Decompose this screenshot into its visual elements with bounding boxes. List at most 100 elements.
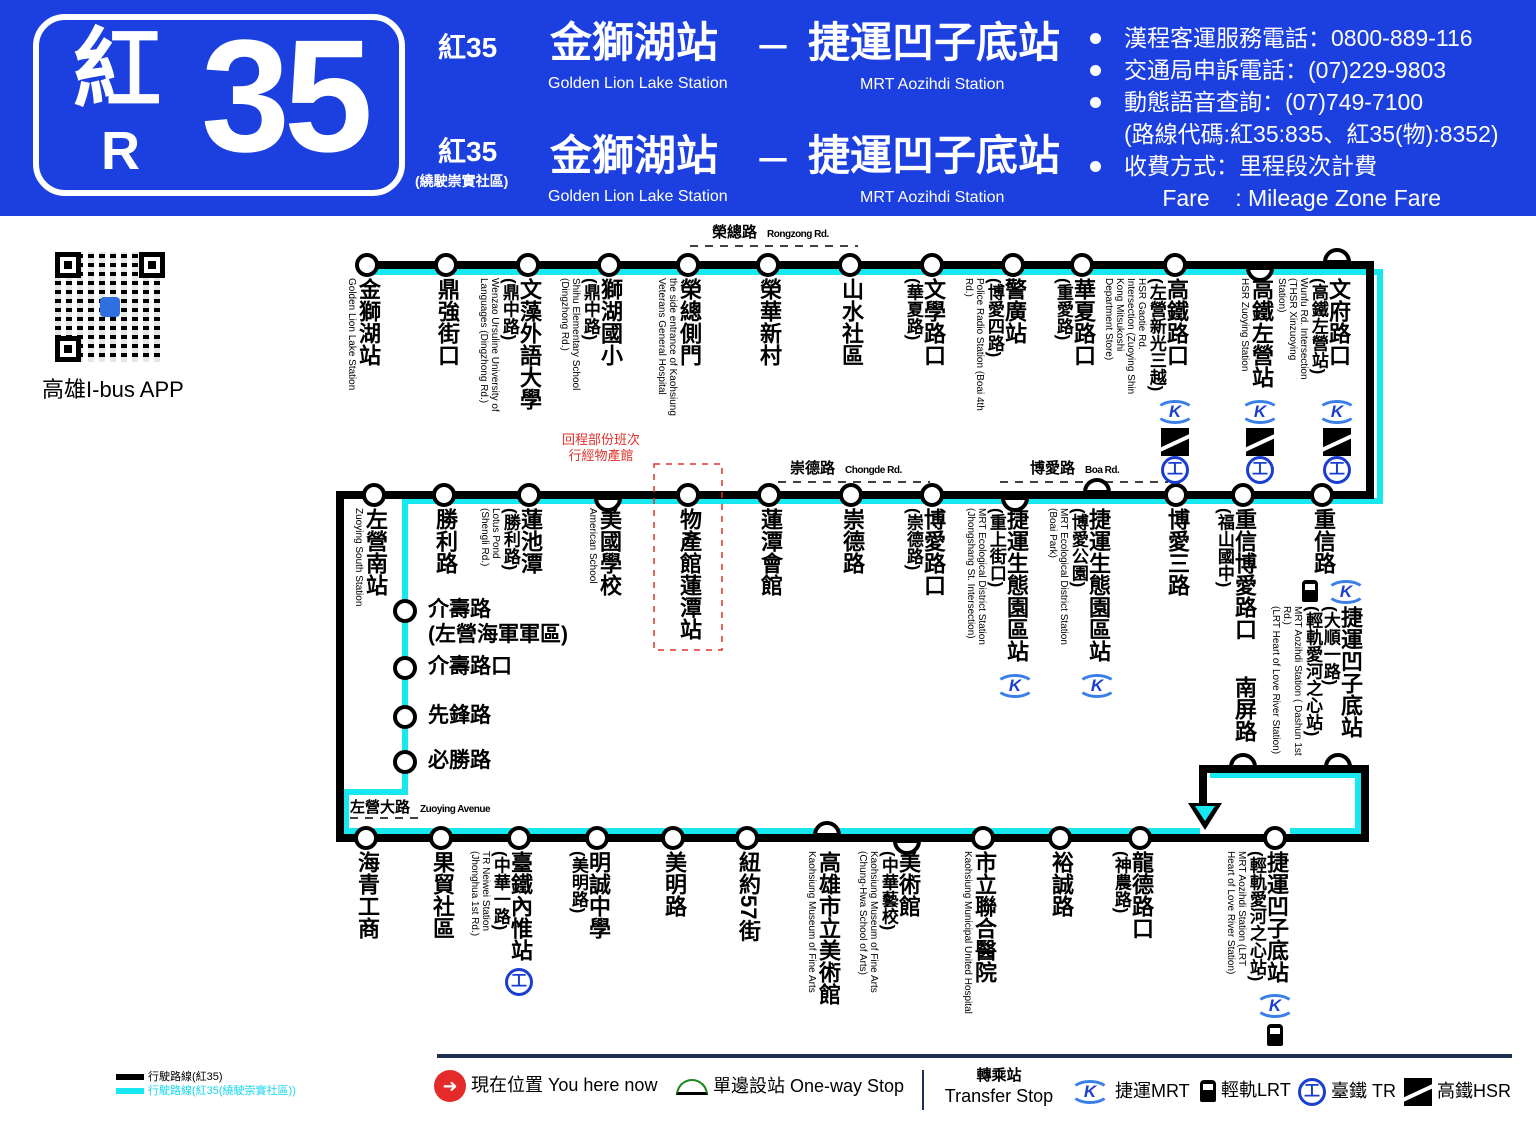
stop-label[interactable]: 美明路 bbox=[662, 851, 687, 1031]
stop-marker[interactable] bbox=[507, 826, 531, 850]
stop-label[interactable]: 海青工商 bbox=[355, 851, 380, 1031]
stop-label[interactable]: 必勝路 bbox=[428, 748, 491, 773]
stop-marker[interactable] bbox=[920, 253, 944, 277]
stop-marker[interactable] bbox=[516, 253, 540, 277]
stop-label[interactable]: 榮華新村 bbox=[757, 278, 782, 428]
one-way-stop-marker[interactable] bbox=[1000, 496, 1030, 512]
info-line: (路線代碼:紅35:835、紅35(物):8352) bbox=[1090, 118, 1499, 150]
stop-marker[interactable] bbox=[597, 253, 621, 277]
stop-label[interactable]: 捷運生態園區站(重上街口)MRT Ecological District Sta… bbox=[965, 508, 1029, 668]
one-way-stop-marker[interactable] bbox=[1082, 478, 1112, 494]
stop-marker[interactable] bbox=[971, 826, 995, 850]
one-way-stop-marker[interactable] bbox=[1323, 753, 1353, 769]
stop-marker[interactable] bbox=[517, 483, 541, 507]
stop-marker[interactable] bbox=[1263, 826, 1287, 850]
stop-label[interactable]: 崇德路 bbox=[840, 508, 865, 658]
stop-marker[interactable] bbox=[1164, 483, 1188, 507]
stop-marker[interactable] bbox=[393, 656, 417, 680]
one-way-stop-marker[interactable] bbox=[892, 839, 922, 855]
stop-marker[interactable] bbox=[676, 483, 700, 507]
stop-label[interactable]: 博愛路口(崇德路) bbox=[904, 508, 946, 658]
stop-marker[interactable] bbox=[1048, 826, 1072, 850]
stop-label[interactable]: 紐約57街 bbox=[736, 851, 761, 1031]
stop-label[interactable]: 獅湖國小(鼎中路)Shihu Elementary School (Dingzh… bbox=[559, 278, 623, 428]
stop-marker[interactable] bbox=[1001, 253, 1025, 277]
bullet-icon bbox=[1090, 161, 1101, 172]
stop-label[interactable]: 文府路口(高鐵左營站)Wunfu Rd. Intersection (THSR … bbox=[1276, 278, 1351, 396]
stop-marker[interactable] bbox=[676, 253, 700, 277]
stop-name-en: American School bbox=[586, 508, 598, 584]
mrt-icon: K bbox=[1077, 674, 1117, 698]
one-way-stop-marker[interactable] bbox=[812, 821, 842, 837]
stop-marker[interactable] bbox=[1163, 253, 1187, 277]
stop-marker[interactable] bbox=[661, 826, 685, 850]
stop-label[interactable]: 文學路口(華夏路) bbox=[903, 278, 946, 428]
stop-label[interactable]: 警廣站(博愛四路)Police Radio Station (Boai 4th … bbox=[963, 278, 1027, 428]
stop-marker[interactable] bbox=[1310, 483, 1334, 507]
stop-marker[interactable] bbox=[434, 253, 458, 277]
stop-marker[interactable] bbox=[757, 483, 781, 507]
stop-name-sub: (輕軌愛河之心站) bbox=[1246, 851, 1266, 982]
stop-label[interactable]: 捷運生態園區站(博愛公園)MRT Ecological District Sta… bbox=[1047, 508, 1111, 668]
stop-marker[interactable] bbox=[393, 705, 417, 729]
stop-marker[interactable] bbox=[920, 483, 944, 507]
ibus-qr-code[interactable] bbox=[55, 252, 165, 362]
stop-label[interactable]: 明誠中學(美明路) bbox=[569, 851, 611, 1031]
stop-name-sub: (重愛路) bbox=[1053, 278, 1073, 341]
stop-label[interactable]: 先鋒路 bbox=[428, 703, 491, 728]
stop-label[interactable]: 重信博愛路口(福山國中) bbox=[1215, 508, 1257, 648]
stop-label[interactable]: 山水社區 bbox=[839, 278, 864, 428]
stop-label[interactable]: 物產館蓮潭站 bbox=[677, 508, 702, 648]
stop-marker[interactable] bbox=[429, 826, 453, 850]
stop-marker[interactable] bbox=[839, 483, 863, 507]
stop-label[interactable]: 龍德路口(神農路) bbox=[1112, 851, 1154, 1031]
stop-marker[interactable] bbox=[585, 826, 609, 850]
stop-label[interactable]: 捷運凹子底站(大順一路)(輕軌愛河之心站)MRT Aozihdi Station… bbox=[1270, 606, 1363, 756]
stop-marker[interactable] bbox=[756, 253, 780, 277]
stop-label[interactable]: 文藻外語大學(鼎中路)Wenzao Ursuline University of… bbox=[478, 278, 542, 428]
stop-label[interactable]: 介壽路口 bbox=[428, 654, 512, 679]
stop-name-sub: (華夏路) bbox=[903, 278, 923, 341]
stop-label[interactable]: 美術館(中華藝校)Kaohsiung Museum of Fine Arts (… bbox=[857, 851, 921, 1031]
stop-label[interactable]: 勝利路 bbox=[433, 508, 458, 593]
stop-name: 文學路口 bbox=[921, 278, 946, 366]
stop-label[interactable]: 蓮池潭(勝利路)Lotus Pond (Shengli Rd.) bbox=[479, 508, 543, 593]
stop-label[interactable]: 重信路 bbox=[1311, 508, 1336, 658]
stop-marker[interactable] bbox=[393, 750, 417, 774]
stop-label[interactable]: 裕誠路 bbox=[1049, 851, 1074, 1031]
stop-label[interactable]: 臺鐵內惟站(中華一路)TR Neiwei Station (Jhonghua 1… bbox=[469, 851, 533, 963]
stop-marker[interactable] bbox=[362, 483, 386, 507]
route-dash: － bbox=[755, 27, 792, 68]
stop-marker[interactable] bbox=[1128, 826, 1152, 850]
stop-label[interactable]: 蓮潭會館 bbox=[758, 508, 783, 658]
one-way-stop-marker[interactable] bbox=[1228, 753, 1258, 769]
stop-marker[interactable] bbox=[838, 253, 862, 277]
stop-label[interactable]: 高鐵路口(左營新光三越)HSR Gaotie Rd. Intersection … bbox=[1103, 278, 1189, 396]
stop-label[interactable]: 鼎強街口 bbox=[435, 278, 460, 428]
stop-marker[interactable] bbox=[393, 599, 417, 623]
stop-label[interactable]: 介壽路(左營海軍軍區) bbox=[428, 597, 568, 647]
stop-label[interactable]: 華夏路口(重愛路) bbox=[1053, 278, 1096, 428]
one-way-stop-marker[interactable] bbox=[593, 496, 623, 512]
stop-marker[interactable] bbox=[355, 253, 379, 277]
one-way-stop-marker[interactable] bbox=[1322, 248, 1352, 264]
stop-label[interactable]: 果貿社區 bbox=[430, 851, 455, 1031]
stop-label[interactable]: 博愛三路 bbox=[1165, 508, 1190, 658]
one-way-stop-marker[interactable] bbox=[1245, 266, 1275, 282]
stop-marker[interactable] bbox=[1231, 483, 1255, 507]
stop-marker[interactable] bbox=[1070, 253, 1094, 277]
stop-label[interactable]: 捷運凹子底站(輕軌愛河之心站)MRT Aozihdi Station (LRT … bbox=[1225, 851, 1289, 989]
stop-marker[interactable] bbox=[735, 826, 759, 850]
stop-name-en: HSR Zuoying Station bbox=[1238, 278, 1250, 372]
bullet-icon bbox=[1090, 97, 1101, 108]
stop-marker[interactable] bbox=[432, 483, 456, 507]
stop-marker[interactable] bbox=[354, 826, 378, 850]
stop-label[interactable]: 南屏路 bbox=[1232, 676, 1257, 756]
